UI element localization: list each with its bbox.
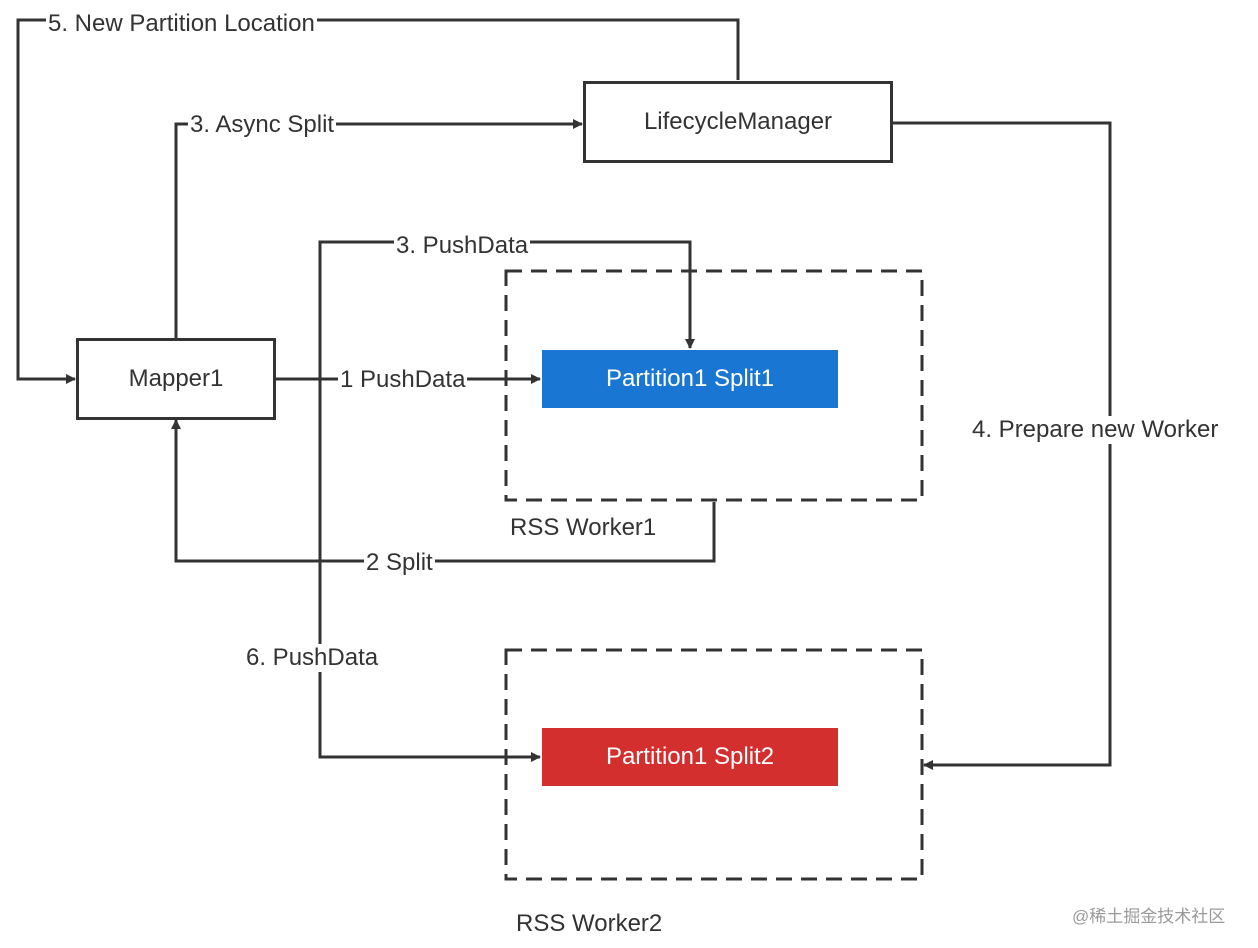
edge-split-2 — [171, 419, 716, 563]
edge-new-partition-location — [16, 18, 740, 384]
mapper-label: Mapper1 — [128, 365, 224, 392]
edge-label-prepare-new-worker: 4. Prepare new Worker — [970, 416, 1221, 444]
mapper-node — [76, 338, 276, 420]
worker1-label: RSS Worker1 — [510, 514, 657, 541]
edge-prepare-new-worker — [893, 121, 1112, 770]
edge-pushdata-6 — [318, 379, 541, 762]
worker2-container — [504, 648, 924, 881]
edge-label-pushdata-6: 6. PushData — [244, 644, 381, 672]
watermark: @稀土掘金技术社区 — [1072, 907, 1226, 926]
lifecycle-manager-label: LifecycleManager — [643, 108, 833, 135]
worker1-container — [504, 269, 924, 502]
edge-label-new-partition-location: 5. New Partition Location — [46, 10, 317, 38]
lifecycle-manager-node — [583, 81, 893, 163]
edge-label-pushdata-3: 3. PushData — [394, 232, 531, 260]
partition-split2-node: Partition1 Split2 — [542, 728, 838, 786]
edge-label-pushdata-1: 1 PushData — [338, 366, 468, 394]
worker2-label: RSS Worker2 — [516, 910, 663, 937]
edge-async-split — [174, 119, 583, 338]
partition-split1-node: Partition1 Split1 — [542, 350, 838, 408]
edge-label-async-split: 3. Async Split — [188, 111, 337, 139]
edge-label-split-2: 2 Split — [364, 549, 435, 577]
